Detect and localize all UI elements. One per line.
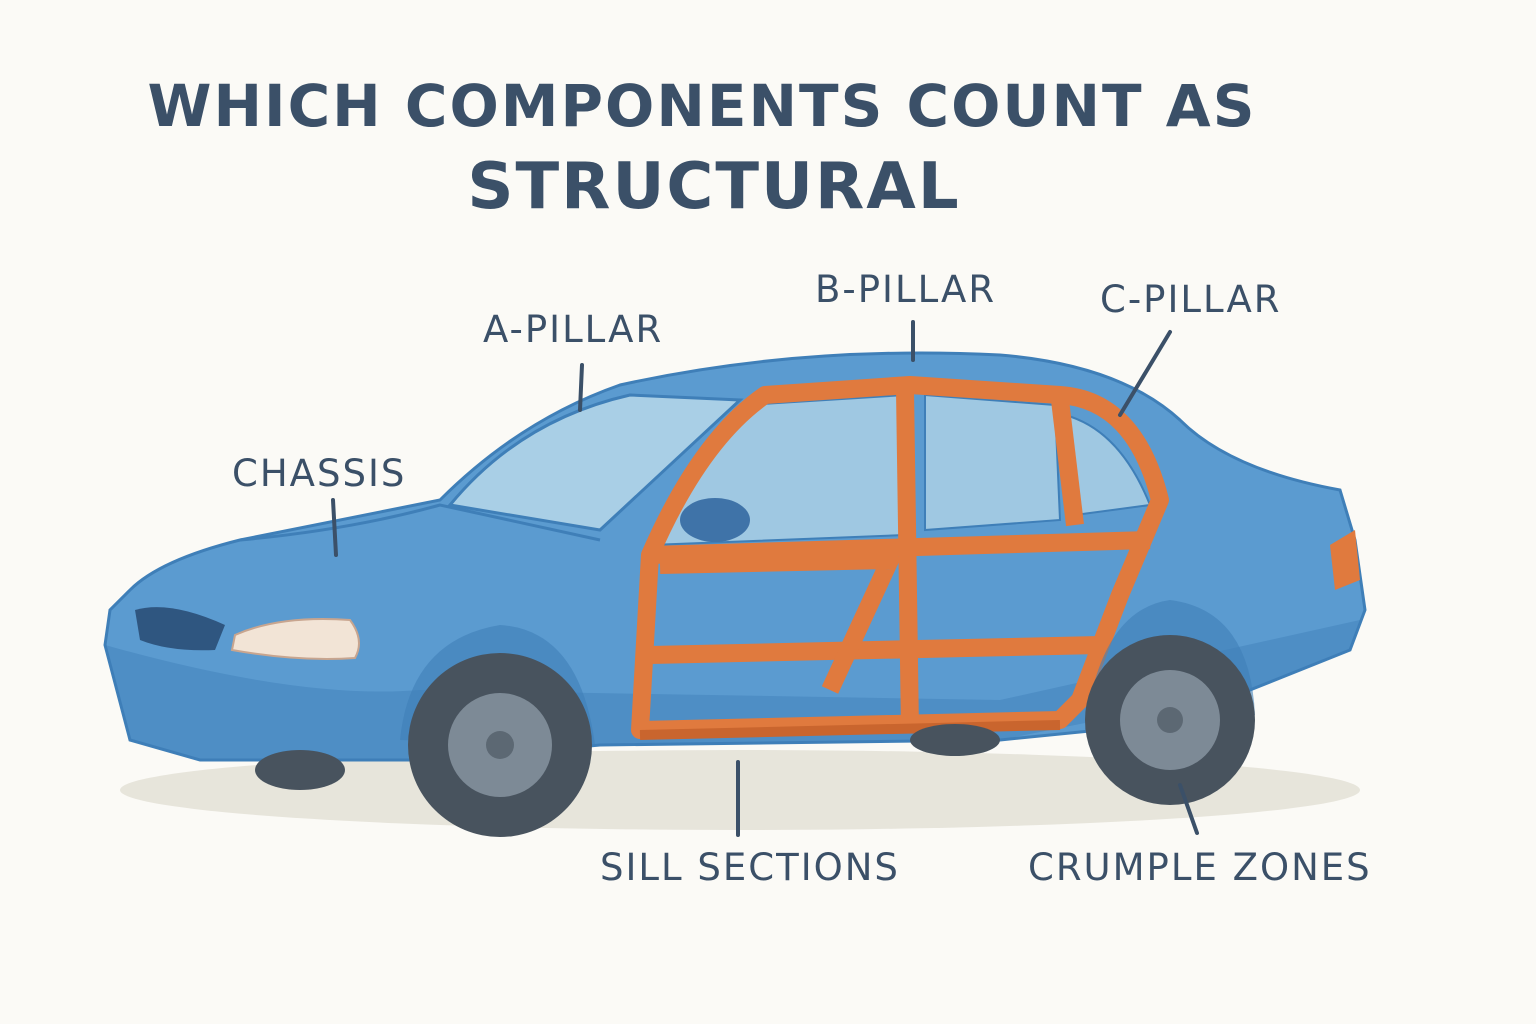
chassis-leader-line bbox=[331, 498, 338, 557]
label-c-pillar: C-PILLAR bbox=[1100, 278, 1282, 321]
windshield bbox=[447, 393, 744, 532]
side-mirror bbox=[680, 498, 750, 542]
label-sill-sections: SILL SECTIONS bbox=[600, 846, 900, 889]
far-wheel-rear bbox=[910, 724, 1000, 756]
rear-side-window bbox=[924, 393, 1062, 532]
label-crumple-zones: CRUMPLE ZONES bbox=[1028, 846, 1372, 889]
crumple-zones-leader-line bbox=[1178, 783, 1199, 835]
grille bbox=[135, 607, 225, 651]
label-chassis: CHASSIS bbox=[232, 452, 407, 495]
title-line-1: WHICH COMPONENTS COUNT AS bbox=[147, 72, 1257, 140]
headlight bbox=[230, 618, 360, 660]
label-a-pillar: A-PILLAR bbox=[483, 308, 664, 351]
title-line-2: STRUCTURAL bbox=[467, 150, 961, 224]
rear-wheel bbox=[1085, 600, 1255, 805]
c-pillar-leader-line bbox=[1118, 330, 1172, 417]
front-wheel bbox=[400, 625, 595, 837]
tail-light bbox=[1330, 530, 1360, 590]
far-wheel-front bbox=[255, 750, 345, 790]
sill-section bbox=[639, 720, 1061, 740]
structural-frame bbox=[631, 376, 1169, 739]
label-b-pillar: B-PILLAR bbox=[815, 268, 997, 311]
a-pillar-leader-line bbox=[578, 363, 584, 412]
hood-line bbox=[239, 503, 601, 542]
